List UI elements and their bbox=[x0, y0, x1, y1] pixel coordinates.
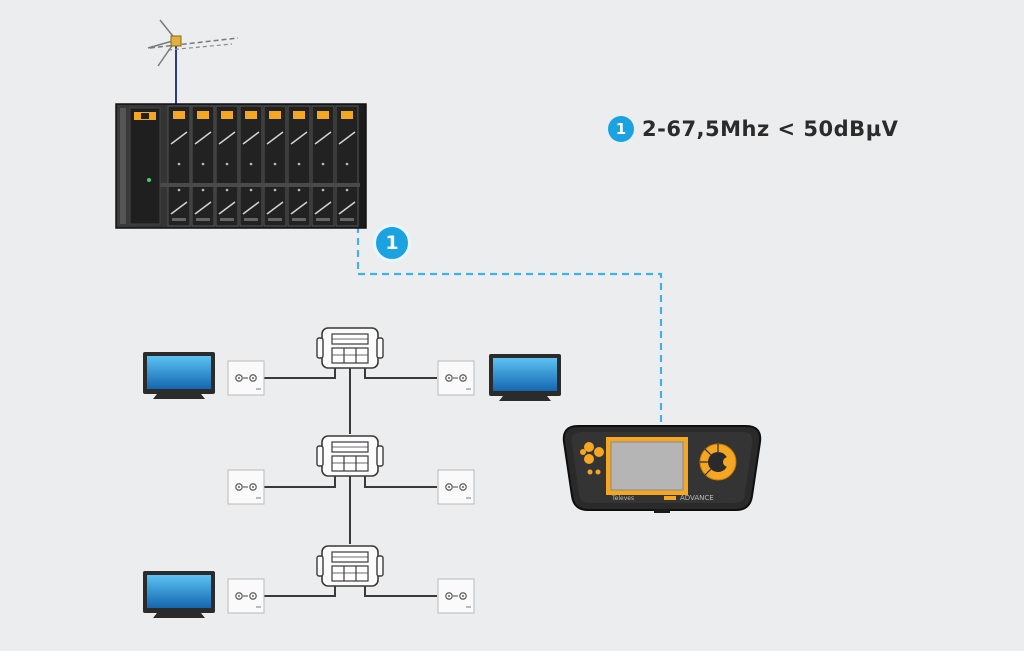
splitter-icon bbox=[316, 327, 384, 369]
splitter-icon bbox=[316, 435, 384, 477]
tv-icon bbox=[143, 352, 215, 399]
cable-marker: 1 bbox=[373, 224, 411, 262]
meter-brand: Televes bbox=[611, 495, 634, 502]
splitter-icon bbox=[316, 545, 384, 587]
tv-icon bbox=[143, 571, 215, 618]
legend: 1 2-67,5Mhz < 50dBµV bbox=[608, 116, 898, 142]
measurement-cable bbox=[356, 226, 663, 425]
tv-icon bbox=[489, 354, 561, 401]
wall-outlet-icon bbox=[227, 578, 265, 614]
wall-outlet-icon bbox=[227, 469, 265, 505]
wall-outlet-icon bbox=[227, 360, 265, 396]
wall-outlet-icon bbox=[437, 578, 475, 614]
wall-outlet-icon bbox=[437, 469, 475, 505]
wall-outlet-icon bbox=[437, 360, 475, 396]
legend-text: 2-67,5Mhz < 50dBµV bbox=[642, 117, 899, 141]
legend-marker: 1 bbox=[608, 116, 634, 142]
headend-rack-icon bbox=[115, 103, 367, 229]
field-meter-icon: Televes ADVANCE bbox=[562, 425, 762, 513]
meter-model: ADVANCE bbox=[680, 494, 714, 502]
antenna-icon bbox=[147, 19, 239, 118]
